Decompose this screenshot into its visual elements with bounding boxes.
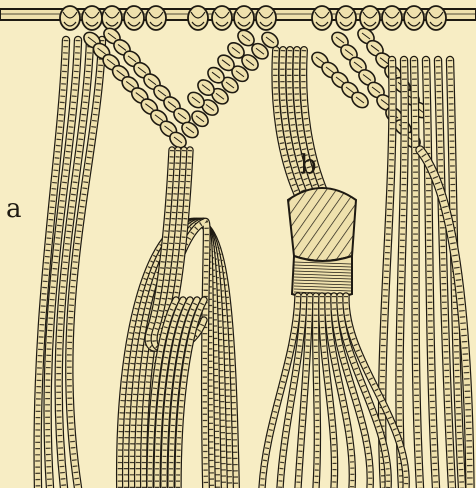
diagonal-knot-rows <box>81 25 431 151</box>
looped-cord-bundle <box>120 150 236 488</box>
left-hanging-cords <box>38 40 102 488</box>
label-b: b <box>300 152 317 178</box>
label-a: a <box>6 196 22 222</box>
